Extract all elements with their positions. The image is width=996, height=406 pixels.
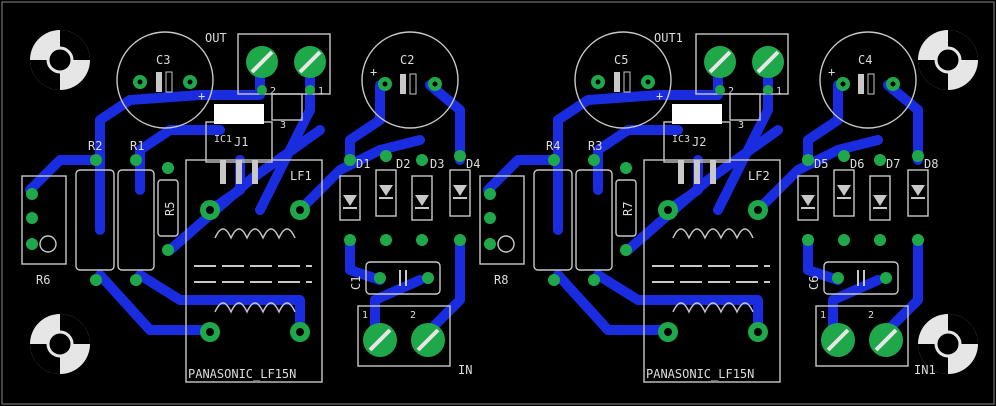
resistor-r3-label: R3 xyxy=(588,139,602,153)
capacitor-c3-polarity: + xyxy=(198,89,205,103)
diode-d5: D5 xyxy=(797,154,828,246)
capacitor-c4-label: C4 xyxy=(858,53,872,67)
connector-in1-pin1: 1 xyxy=(820,310,826,321)
transformer-lf2: LF2 PANASONIC_LF15N xyxy=(643,159,781,383)
resistor-r4: R4 xyxy=(533,139,573,286)
connector-out1-label: OUT1 xyxy=(654,31,683,45)
diode-d7-label: D7 xyxy=(886,157,900,171)
diode-d1: D1 xyxy=(339,154,370,246)
jumper-j1-suffix: 3 xyxy=(280,120,286,131)
traces-right xyxy=(483,60,923,340)
regulator-ic3: IC3 J2 3 xyxy=(663,93,761,184)
connector-in1: 1 2 IN1 xyxy=(815,305,936,377)
diode-d6: D6 xyxy=(833,150,864,246)
connector-in1-pin2: 2 xyxy=(868,310,874,321)
mounting-hole-bottom-right xyxy=(918,314,978,374)
connector-out1: OUT1 2 1 xyxy=(654,31,789,97)
resistor-r4-label: R4 xyxy=(546,139,560,153)
resistor-r1-label: R1 xyxy=(130,139,144,153)
regulator-ic1: IC1 J1 3 xyxy=(205,93,303,184)
trimmer-r6: R6 xyxy=(21,175,67,287)
diode-d3-label: D3 xyxy=(430,157,444,171)
resistor-r3: R3 xyxy=(575,139,613,286)
channel-left: C3 + C2 + OUT 2 1 IC1 J1 xyxy=(21,31,480,383)
diode-d3: D3 xyxy=(411,154,444,246)
capacitor-c2-polarity: + xyxy=(370,65,377,79)
resistor-r1: R1 xyxy=(117,139,155,286)
diode-d6-label: D6 xyxy=(850,157,864,171)
connector-out-label: OUT xyxy=(205,31,227,45)
jumper-j2-suffix: 3 xyxy=(738,120,744,131)
connector-in-label: IN xyxy=(458,363,472,377)
capacitor-c1-label: C1 xyxy=(349,276,363,290)
mounting-hole-top-left xyxy=(30,30,90,90)
capacitor-c5-polarity: + xyxy=(656,89,663,103)
connector-in: 1 2 IN xyxy=(357,305,472,377)
capacitor-c4-polarity: + xyxy=(828,65,835,79)
channel-right: C5 + C4 + OUT1 2 1 IC3 J2 3 xyxy=(479,31,938,383)
connector-out1-pin1: 1 xyxy=(776,86,782,97)
diode-d4-label: D4 xyxy=(466,157,480,171)
diode-d5-label: D5 xyxy=(814,157,828,171)
capacitor-c1: C1 xyxy=(349,261,441,295)
diode-d2-label: D2 xyxy=(396,157,410,171)
resistor-r5: R5 xyxy=(157,162,179,256)
connector-in-pin2: 2 xyxy=(410,310,416,321)
capacitor-c5: C5 + xyxy=(574,31,672,129)
connector-in-pin1: 1 xyxy=(362,310,368,321)
connector-in1-label: IN1 xyxy=(914,363,936,377)
capacitor-c6: C6 xyxy=(807,261,899,295)
diode-d1-label: D1 xyxy=(356,157,370,171)
diode-d8: D8 xyxy=(907,150,938,246)
resistor-r2: R2 xyxy=(75,139,115,286)
capacitor-c2: C2 + xyxy=(361,31,459,129)
transformer-lf2-part: PANASONIC_LF15N xyxy=(646,367,754,381)
diode-d8-label: D8 xyxy=(924,157,938,171)
jumper-j2-label: J2 xyxy=(692,135,706,149)
connector-out1-pin2: 2 xyxy=(728,86,734,97)
regulator-ic3-label: IC3 xyxy=(672,134,690,145)
regulator-ic1-label: IC1 xyxy=(214,134,232,145)
diode-d7: D7 xyxy=(869,154,900,246)
capacitor-c4: C4 + xyxy=(819,31,917,129)
capacitor-c2-label: C2 xyxy=(400,53,414,67)
connector-out-pin1: 1 xyxy=(318,86,324,97)
trimmer-r8-label: R8 xyxy=(494,273,508,287)
diode-d2: D2 xyxy=(375,150,410,246)
capacitor-c3-label: C3 xyxy=(156,53,170,67)
traces-left xyxy=(25,60,465,340)
connector-out: OUT 2 1 xyxy=(205,31,331,97)
transformer-lf1-part: PANASONIC_LF15N xyxy=(188,367,296,381)
resistor-r7-label: R7 xyxy=(621,202,635,216)
mounting-hole-top-right xyxy=(918,30,978,90)
resistor-r2-label: R2 xyxy=(88,139,102,153)
resistor-r5-label: R5 xyxy=(163,202,177,216)
transformer-lf1-label: LF1 xyxy=(290,169,312,183)
transformer-lf1: LF1 PANASONIC_LF15N xyxy=(185,159,323,383)
transformer-lf2-label: LF2 xyxy=(748,169,770,183)
jumper-j1-label: J1 xyxy=(234,135,248,149)
capacitor-c3: C3 + xyxy=(116,31,214,129)
capacitor-c5-label: C5 xyxy=(614,53,628,67)
capacitor-c6-label: C6 xyxy=(807,276,821,290)
connector-out-pin2: 2 xyxy=(270,86,276,97)
trimmer-r6-label: R6 xyxy=(36,273,50,287)
resistor-r7: R7 xyxy=(615,162,637,256)
mounting-hole-bottom-left xyxy=(30,314,90,374)
trimmer-r8: R8 xyxy=(479,175,525,287)
diode-d4: D4 xyxy=(449,150,480,246)
